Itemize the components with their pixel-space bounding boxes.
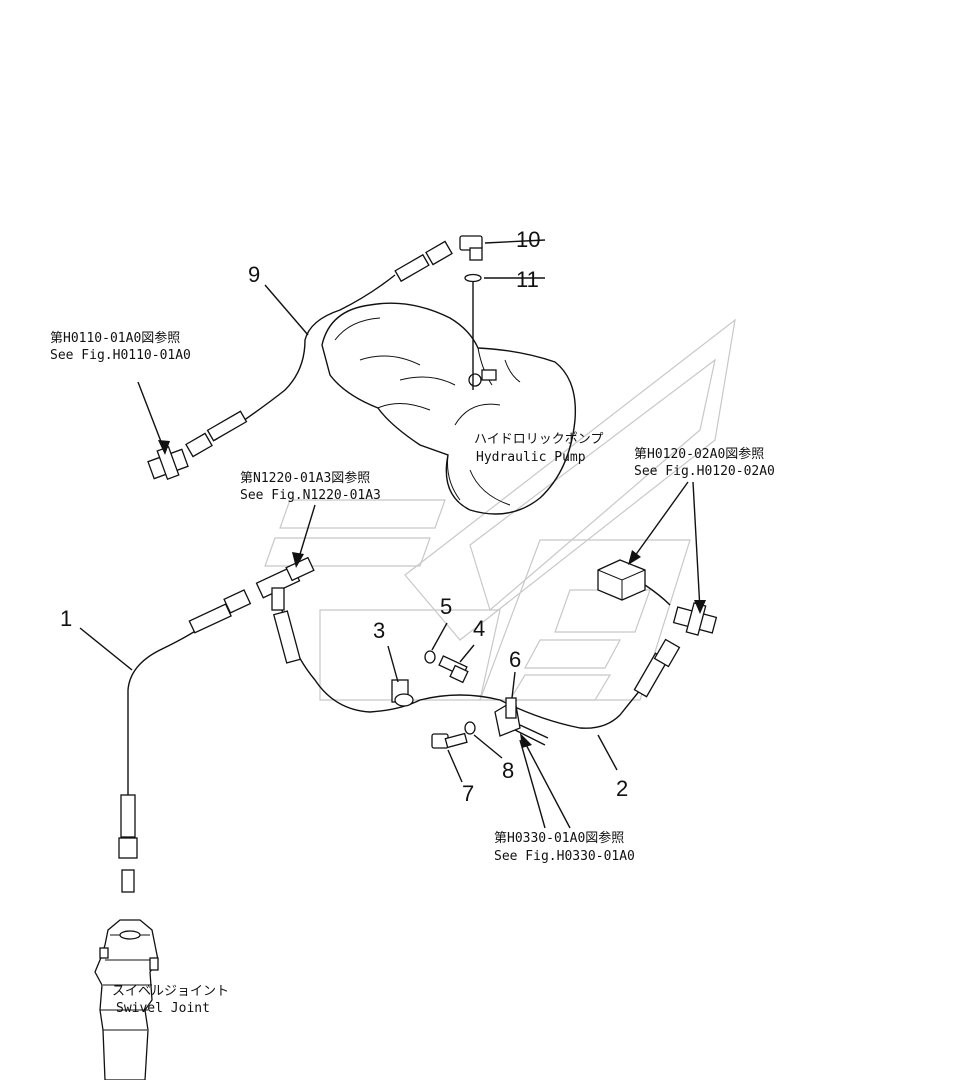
- callout-5: 5: [440, 594, 452, 619]
- callout-4: 4: [473, 616, 485, 641]
- tee-fitting-n1220: [255, 556, 315, 611]
- callout-8: 8: [502, 758, 514, 783]
- bolt-7: [431, 732, 468, 749]
- o-ring-11: [464, 273, 482, 283]
- ref-h0120-en: See Fig.H0120-02A0: [634, 464, 775, 479]
- leader-lines: [79, 239, 706, 829]
- ref-h0120-jp: 第H0120-02A0図参照: [634, 446, 764, 462]
- valve-block-h0120: [597, 559, 671, 606]
- ref-h0110-en: See Fig.H0110-01A0: [50, 348, 191, 363]
- hose-2: [272, 609, 681, 729]
- callout-3: 3: [373, 618, 385, 643]
- hydraulic-pump: [321, 302, 577, 515]
- swivel-label-jp: スイベルジョイント: [112, 984, 229, 999]
- ref-n1220-jp: 第N1220-01A3図参照: [240, 470, 370, 486]
- hose-9: [185, 240, 453, 458]
- callout-2: 2: [616, 776, 628, 801]
- ref-h0330-jp: 第H0330-01A0図参照: [494, 830, 624, 846]
- callout-11: 11: [516, 267, 539, 292]
- swivel-joint: [94, 919, 159, 1080]
- pump-label-en: Hydraulic Pump: [476, 450, 586, 465]
- watermark-logo: [264, 318, 736, 701]
- hose-1: [118, 589, 252, 893]
- callout-6: 6: [509, 647, 521, 672]
- clamp-3: [391, 679, 414, 707]
- washer-5: [424, 650, 436, 664]
- fitting-h0120: [672, 602, 718, 636]
- ref-h0330-en: See Fig.H0330-01A0: [494, 849, 635, 864]
- ref-n1220-en: See Fig.N1220-01A3: [240, 488, 381, 503]
- callout-9: 9: [248, 262, 260, 287]
- washer-8: [464, 721, 476, 735]
- swivel-label-en: Swivel Joint: [116, 1001, 210, 1016]
- callout-10: 10: [516, 227, 540, 252]
- clamp-6: [494, 697, 549, 746]
- bolt-4: [438, 655, 469, 684]
- pump-label-jp: ハイドロリックポンプ: [474, 432, 603, 447]
- ref-h0110-jp: 第H0110-01A0図参照: [50, 330, 180, 346]
- elbow-fitting-10: [459, 235, 483, 261]
- callout-7: 7: [462, 781, 474, 806]
- fitting-h0110: [147, 446, 189, 480]
- callout-1: 1: [60, 606, 72, 631]
